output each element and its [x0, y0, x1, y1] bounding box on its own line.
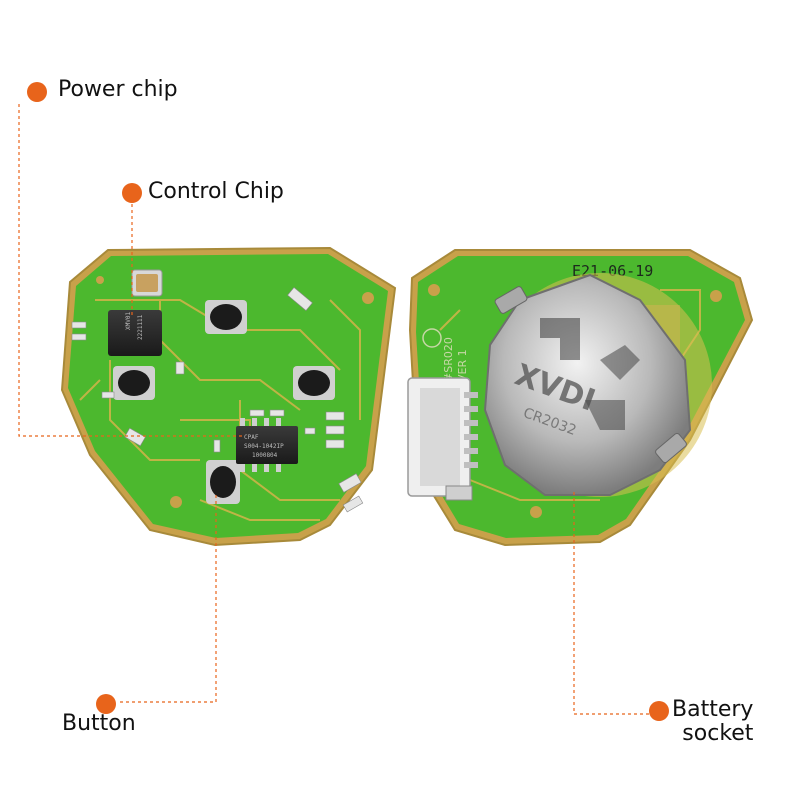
chip-b-marking-1: CPAF — [244, 434, 259, 441]
button-label: Button — [62, 711, 136, 736]
tact-button — [293, 366, 335, 400]
tact-button — [205, 300, 247, 334]
leader-button — [118, 495, 217, 703]
control-chip — [108, 310, 162, 356]
right-pcb: E21-06-19 #SR020 VER 1 XVDI CR2032 — [407, 249, 754, 547]
mount-hole — [362, 292, 374, 304]
logo-mark — [422, 328, 442, 348]
chip-a-marking-1: XMV01 — [125, 312, 132, 330]
control-chip-label: Control Chip — [148, 179, 284, 204]
battery-socket-label-line1: Battery — [672, 697, 754, 722]
leader-battery — [573, 492, 650, 715]
mount-hole — [530, 506, 542, 518]
leader-power-chip — [18, 104, 245, 437]
button-marker — [96, 694, 116, 714]
leader-lines — [18, 104, 650, 715]
chip-a-marking-2: 2221111 — [137, 314, 144, 340]
chip-b-marking-2: S004-1042IP — [244, 443, 284, 450]
tact-button — [206, 460, 240, 504]
smd-components — [71, 287, 364, 513]
mount-hole — [428, 284, 440, 296]
mount-hole — [710, 290, 722, 302]
battery-socket: XVDI CR2032 — [483, 273, 712, 497]
battery-socket-marker — [649, 701, 669, 721]
chip-b-marking-3: 1000804 — [252, 452, 278, 459]
mount-hole — [96, 276, 104, 284]
model-text: #SR020 — [442, 337, 455, 382]
version-text: VER 1 — [456, 349, 469, 382]
power-chip-label: Power chip — [58, 77, 178, 102]
battery-socket-label-line2: socket — [682, 721, 754, 747]
pin-connector — [407, 377, 478, 501]
mount-hole — [170, 496, 182, 508]
control-chip-marker — [122, 183, 142, 203]
tact-button — [113, 366, 155, 400]
power-chip-marker — [27, 82, 47, 102]
battery-socket-label: Battery socket — [672, 697, 754, 747]
left-pcb: XMV01 2221111 — [60, 246, 397, 547]
power-chip: CPAF S004-1042IP 1000804 — [236, 418, 298, 472]
